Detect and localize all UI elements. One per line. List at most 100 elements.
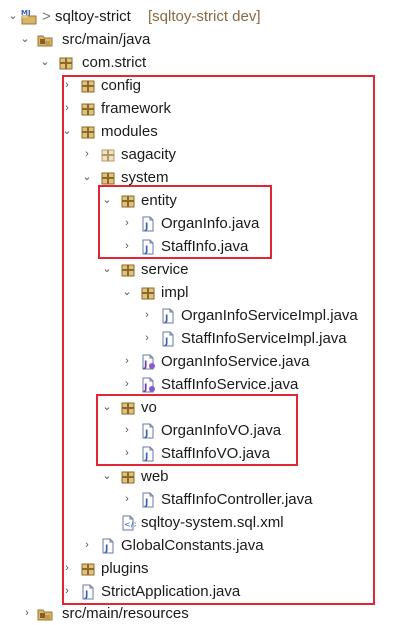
svg-text:J: J bbox=[144, 498, 148, 508]
svg-text:J: J bbox=[84, 590, 88, 600]
chevron-right-icon[interactable]: › bbox=[65, 562, 69, 574]
tree-row-impl[interactable]: ⌄ impl bbox=[0, 281, 402, 304]
svg-text:J: J bbox=[144, 245, 148, 255]
package-icon bbox=[80, 101, 96, 117]
tree-row-organinfoservice-java[interactable]: › J OrganInfoService.java bbox=[0, 350, 402, 373]
tree-row-src-main-java[interactable]: ⌄ src/main/java bbox=[0, 28, 402, 51]
java-project-icon: MJ bbox=[20, 8, 37, 25]
svg-text:J: J bbox=[144, 429, 148, 439]
chevron-right-icon[interactable]: › bbox=[145, 309, 149, 321]
tree-row-organinfoserviceimpl-java[interactable]: › J OrganInfoServiceImpl.java bbox=[0, 304, 402, 327]
chevron-right-icon[interactable]: › bbox=[125, 424, 129, 436]
chevron-down-icon[interactable]: ⌄ bbox=[122, 286, 132, 298]
chevron-right-icon[interactable]: › bbox=[125, 447, 129, 459]
chevron-down-icon[interactable]: ⌄ bbox=[102, 263, 112, 275]
svg-text:MJ: MJ bbox=[21, 9, 31, 17]
tree-row-com-strict[interactable]: ⌄ com.strict bbox=[0, 51, 402, 74]
tree-item-label: StaffInfoService.java bbox=[161, 376, 299, 393]
tree-row-staffinfoserviceimpl-java[interactable]: › J StaffInfoServiceImpl.java bbox=[0, 327, 402, 350]
chevron-right-icon[interactable]: › bbox=[65, 585, 69, 597]
tree-row-strictapplication-java[interactable]: › J StrictApplication.java bbox=[0, 580, 402, 603]
svg-text:J: J bbox=[104, 544, 108, 554]
tree-item-label: vo bbox=[141, 399, 157, 416]
tree-item-label: StaffInfoController.java bbox=[161, 491, 313, 508]
chevron-right-icon[interactable]: › bbox=[25, 607, 29, 619]
tree-item-label: OrganInfoVO.java bbox=[161, 422, 282, 439]
tree-row-entity[interactable]: ⌄ entity bbox=[0, 189, 402, 212]
tree-row-staffinfoservice-java[interactable]: › J StaffInfoService.java bbox=[0, 373, 402, 396]
tree-row-modules[interactable]: ⌄ modules bbox=[0, 120, 402, 143]
tree-row-src-main-resources[interactable]: › src/main/resources bbox=[0, 602, 402, 625]
tree-item-label: StaffInfoServiceImpl.java bbox=[181, 330, 347, 347]
chevron-right-icon[interactable]: › bbox=[125, 493, 129, 505]
package-icon bbox=[120, 262, 136, 278]
chevron-right-icon[interactable]: › bbox=[65, 79, 69, 91]
chevron-right-icon[interactable]: › bbox=[125, 378, 129, 390]
chevron-right-icon[interactable]: › bbox=[125, 240, 129, 252]
tree-row-sqltoy-system-sql-xml[interactable]: </> sqltoy-system.sql.xml bbox=[0, 511, 402, 534]
tree-item-label: framework bbox=[101, 100, 172, 117]
tree-item-label: entity bbox=[141, 192, 177, 209]
svg-text:J: J bbox=[144, 222, 148, 232]
chevron-down-icon[interactable]: ⌄ bbox=[40, 56, 50, 68]
tree-item-label: OrganInfoServiceImpl.java bbox=[181, 307, 358, 324]
chevron-down-icon[interactable]: ⌄ bbox=[102, 401, 112, 413]
java-file-icon: J bbox=[160, 308, 176, 324]
chevron-down-icon[interactable]: ⌄ bbox=[102, 194, 112, 206]
package-icon bbox=[100, 147, 116, 163]
tree-item-label: GlobalConstants.java bbox=[121, 537, 264, 554]
tree-item-label: com.strict bbox=[82, 54, 147, 71]
svg-text:J: J bbox=[144, 452, 148, 462]
chevron-right-icon[interactable]: › bbox=[125, 355, 129, 367]
chevron-right-icon[interactable]: › bbox=[145, 332, 149, 344]
source-folder-icon bbox=[37, 32, 53, 48]
tree-row-staffinfocontroller-java[interactable]: › J StaffInfoController.java bbox=[0, 488, 402, 511]
svg-text:J: J bbox=[164, 337, 168, 347]
tree-item-label: StrictApplication.java bbox=[101, 583, 241, 600]
java-file-icon: J bbox=[140, 423, 156, 439]
tree-row-framework[interactable]: › framework bbox=[0, 97, 402, 120]
tree-row-sagacity[interactable]: › sagacity bbox=[0, 143, 402, 166]
chevron-down-icon[interactable]: ⌄ bbox=[62, 125, 72, 137]
java-file-icon: J bbox=[140, 216, 156, 232]
tree-item-label: src/main/java bbox=[62, 31, 151, 48]
tree-row-web[interactable]: ⌄ web bbox=[0, 465, 402, 488]
project-name[interactable]: sqltoy-strict bbox=[55, 8, 131, 25]
chevron-right-icon[interactable]: › bbox=[85, 539, 89, 551]
tree-row-organinfovo-java[interactable]: › J OrganInfoVO.java bbox=[0, 419, 402, 442]
java-interface-icon: J bbox=[140, 377, 156, 393]
java-file-icon: J bbox=[100, 538, 116, 554]
java-file-icon: J bbox=[160, 331, 176, 347]
java-file-icon: J bbox=[140, 446, 156, 462]
package-icon bbox=[58, 55, 74, 71]
tree-item-label: modules bbox=[101, 123, 158, 140]
tree-item-label: config bbox=[101, 77, 142, 94]
tree-row-staffinfo-java[interactable]: › J StaffInfo.java bbox=[0, 235, 402, 258]
tree-row-system[interactable]: ⌄ system bbox=[0, 166, 402, 189]
tree-row-service[interactable]: ⌄ service bbox=[0, 258, 402, 281]
chevron-right-icon[interactable]: › bbox=[125, 217, 129, 229]
chevron-down-icon[interactable]: ⌄ bbox=[102, 470, 112, 482]
project-prefix: > bbox=[42, 8, 51, 25]
chevron-right-icon[interactable]: › bbox=[85, 148, 89, 160]
xml-file-icon: </> bbox=[120, 515, 136, 531]
java-interface-icon: J bbox=[140, 354, 156, 370]
package-icon bbox=[120, 193, 136, 209]
chevron-right-icon[interactable]: › bbox=[65, 102, 69, 114]
source-folder-icon bbox=[37, 606, 53, 622]
tree-row-plugins[interactable]: › plugins bbox=[0, 557, 402, 580]
tree-item-label: sqltoy-system.sql.xml bbox=[141, 514, 284, 531]
chevron-down-icon[interactable]: ⌄ bbox=[20, 33, 30, 45]
tree-row-vo[interactable]: ⌄ vo bbox=[0, 396, 402, 419]
tree-item-label: service bbox=[141, 261, 189, 278]
package-icon bbox=[80, 78, 96, 94]
chevron-down-icon[interactable]: ⌄ bbox=[82, 171, 92, 183]
tree-row-organinfo-java[interactable]: › J OrganInfo.java bbox=[0, 212, 402, 235]
tree-row-globalconstants-java[interactable]: › J GlobalConstants.java bbox=[0, 534, 402, 557]
tree-row-staffinfovo-java[interactable]: › J StaffInfoVO.java bbox=[0, 442, 402, 465]
chevron-down-icon[interactable]: ⌄ bbox=[8, 10, 18, 22]
tree-row-config[interactable]: › config bbox=[0, 74, 402, 97]
tree-row-project[interactable]: ⌄ MJ > sqltoy-strict [sqltoy-strict dev] bbox=[0, 5, 402, 28]
project-decoration: [sqltoy-strict dev] bbox=[148, 8, 261, 25]
